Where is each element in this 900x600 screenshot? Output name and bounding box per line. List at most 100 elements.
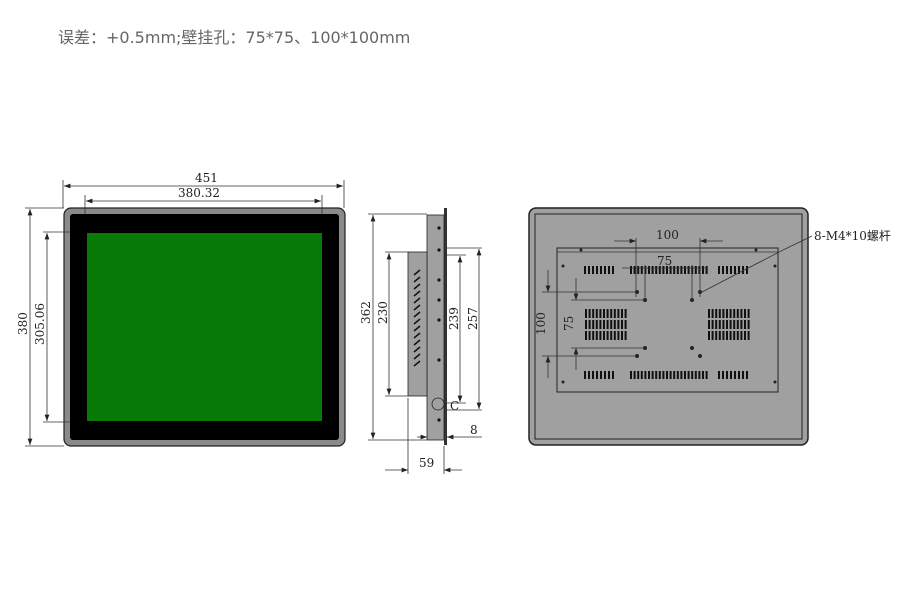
vent-slot xyxy=(413,318,421,325)
vent-slot xyxy=(588,266,590,274)
vent-slot xyxy=(658,371,661,379)
vent-slot xyxy=(673,371,676,379)
vent-slot xyxy=(413,353,421,360)
vent-slot xyxy=(734,371,736,379)
screw-dot xyxy=(773,380,777,384)
vent-slot xyxy=(746,371,748,379)
vent-slot xyxy=(729,331,732,340)
dim-cutout-b: 257 xyxy=(466,307,480,330)
vent-slot xyxy=(413,311,421,318)
vent-slot xyxy=(694,371,697,379)
vent-slot xyxy=(740,320,743,329)
vent-slot xyxy=(588,331,591,340)
screw-dot xyxy=(437,318,441,322)
vent-slot xyxy=(606,320,609,329)
vent-slot xyxy=(691,371,694,379)
screw-dot xyxy=(437,358,441,362)
display-area xyxy=(87,233,322,421)
vent-slot xyxy=(413,360,421,367)
vent-slot xyxy=(742,371,744,379)
vent-slot xyxy=(747,331,750,340)
vent-slot xyxy=(662,371,665,379)
front-view: 451 380.32 380 305.06 xyxy=(16,171,346,447)
vent-slot xyxy=(595,320,598,329)
vent-slot xyxy=(733,331,736,340)
vent-slot xyxy=(747,320,750,329)
vent-slot xyxy=(711,331,714,340)
vent-slot xyxy=(708,331,710,340)
vent-slot xyxy=(621,331,623,340)
vent-slot xyxy=(702,371,704,379)
tolerance-note: 误差：+0.5mm;壁挂孔：75*75、100*100mm xyxy=(58,28,411,47)
mounting-hole xyxy=(635,354,639,358)
vent-slot xyxy=(744,331,746,340)
side-view: C 362 230 239 257 8 59 xyxy=(359,208,482,474)
vent-slot xyxy=(733,320,736,329)
screw-dot xyxy=(437,298,441,302)
vent-slot xyxy=(613,331,616,340)
vent-slot xyxy=(722,320,725,329)
vent-slot xyxy=(413,283,421,290)
clip-label: C xyxy=(450,399,459,413)
vent-slot xyxy=(666,371,668,379)
vent-slot xyxy=(655,371,658,379)
vent-slot xyxy=(610,320,613,329)
vent-slot xyxy=(722,331,725,340)
vent-slot xyxy=(413,339,421,346)
screw-dot xyxy=(773,264,777,268)
vent-slot xyxy=(715,309,718,318)
vent-slot xyxy=(413,276,421,283)
back-view: 100 75 100 75 8-M4*10螺杆 xyxy=(528,207,891,446)
vent-slot xyxy=(621,309,623,318)
vent-slot xyxy=(588,320,591,329)
vent-slot xyxy=(592,266,594,274)
back-inner-edge xyxy=(534,213,803,440)
vent-slot xyxy=(608,371,610,379)
vent-slot xyxy=(740,331,743,340)
vent-slot xyxy=(718,320,721,329)
dim-vesa-100-h: 100 xyxy=(656,228,679,242)
screw-dot xyxy=(579,248,583,252)
screw-dot xyxy=(437,248,441,252)
dim-box-height: 230 xyxy=(376,301,390,324)
vent-slot xyxy=(736,320,739,329)
vent-slot xyxy=(726,371,728,379)
vent-slot xyxy=(726,266,728,274)
screw-dot xyxy=(437,278,441,282)
vent-slot xyxy=(585,331,587,340)
vent-slot xyxy=(613,309,616,318)
vent-slot xyxy=(680,266,683,274)
vent-slot xyxy=(637,266,640,274)
vent-slot xyxy=(613,320,616,329)
vent-slot xyxy=(604,266,606,274)
vent-slot xyxy=(666,266,668,274)
vent-slot xyxy=(630,371,632,379)
vent-slot xyxy=(651,266,654,274)
dim-height-outer: 380 xyxy=(16,312,30,335)
vent-slot xyxy=(612,266,614,274)
vent-slot xyxy=(606,309,609,318)
vent-slot xyxy=(740,309,743,318)
vent-slot xyxy=(413,332,421,339)
dim-height-display: 305.06 xyxy=(33,303,47,345)
vent-slot xyxy=(715,331,718,340)
screw-dot xyxy=(437,418,441,422)
vent-slot xyxy=(630,266,632,274)
vent-slot xyxy=(599,331,602,340)
vent-slot xyxy=(711,320,714,329)
vent-slot xyxy=(585,309,587,318)
dim-cutout-a: 239 xyxy=(447,307,461,330)
dim-width-display: 380.32 xyxy=(178,186,220,200)
dim-vesa-75-h: 75 xyxy=(657,254,672,268)
vent-slot xyxy=(730,371,732,379)
vent-slot xyxy=(413,346,421,353)
vent-slot xyxy=(413,269,421,276)
side-plate xyxy=(426,214,445,441)
vent-slot xyxy=(744,309,746,318)
mounting-hole xyxy=(690,346,694,350)
vent-slot xyxy=(655,266,658,274)
vent-slot xyxy=(624,309,627,318)
vent-slot xyxy=(600,266,602,274)
vent-slot xyxy=(596,371,598,379)
vent-slot xyxy=(603,320,605,329)
